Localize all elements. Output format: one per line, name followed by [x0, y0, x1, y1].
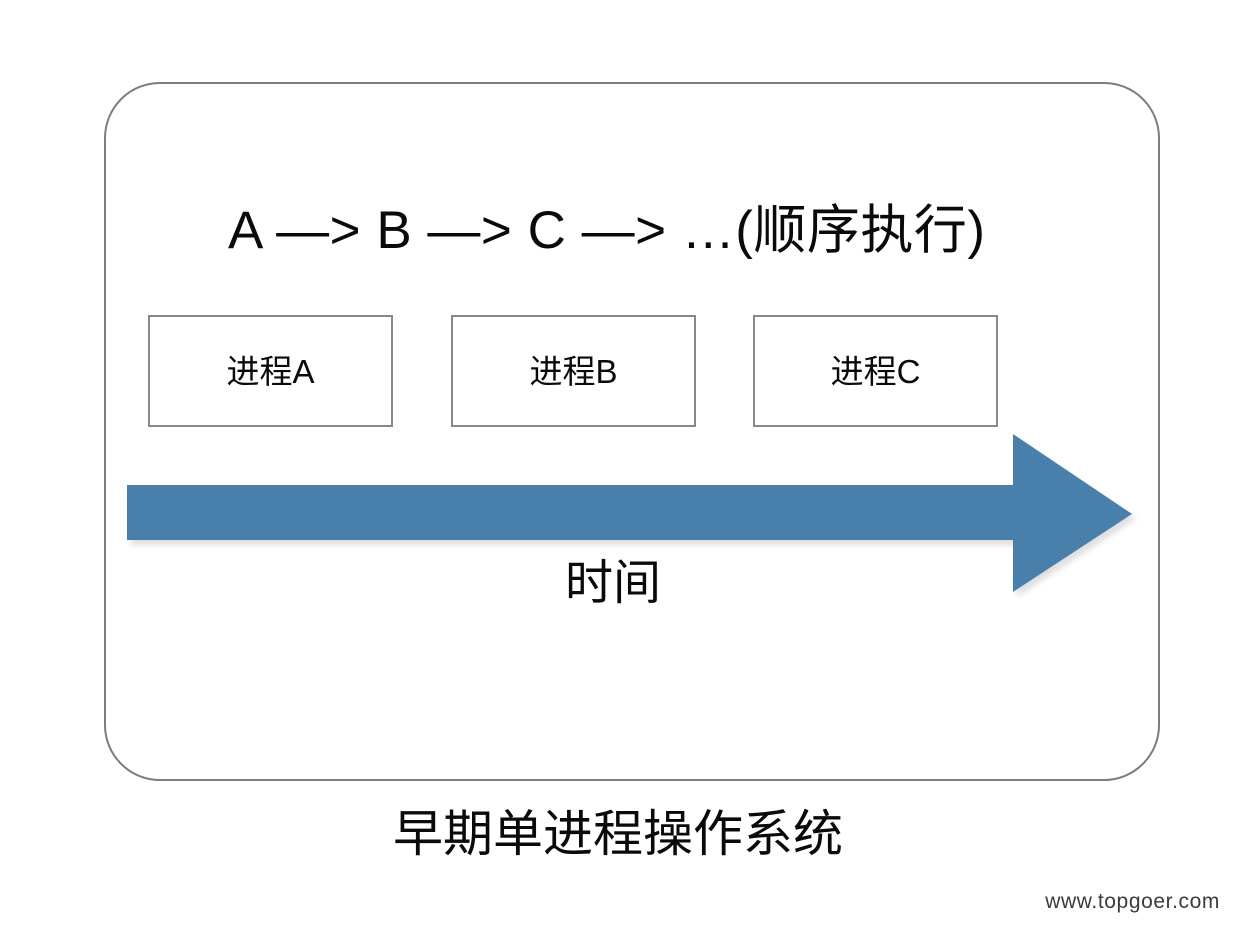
time-axis-label-text: 时间: [564, 557, 661, 610]
process-box-b: 进程B: [451, 315, 696, 427]
sequence-execution-text: A —> B —> C —> …(顺序执行): [228, 201, 986, 260]
outer-rounded-frame: [104, 82, 1160, 781]
diagram-caption: 早期单进程操作系统: [0, 800, 1240, 868]
time-axis-label: 时间: [0, 552, 1240, 616]
time-arrow: [120, 426, 1140, 602]
diagram-caption-text: 早期单进程操作系统: [393, 806, 843, 862]
time-arrow-shape: [127, 434, 1132, 592]
process-box-row: 进程A 进程B 进程C: [148, 315, 998, 427]
process-box-a-label: 进程A: [226, 352, 315, 390]
watermark: www.topgoer.com: [1045, 890, 1220, 913]
process-box-c: 进程C: [753, 315, 998, 427]
process-box-b-label: 进程B: [529, 352, 618, 390]
process-box-c-label: 进程C: [830, 352, 921, 390]
process-box-a: 进程A: [148, 315, 393, 427]
